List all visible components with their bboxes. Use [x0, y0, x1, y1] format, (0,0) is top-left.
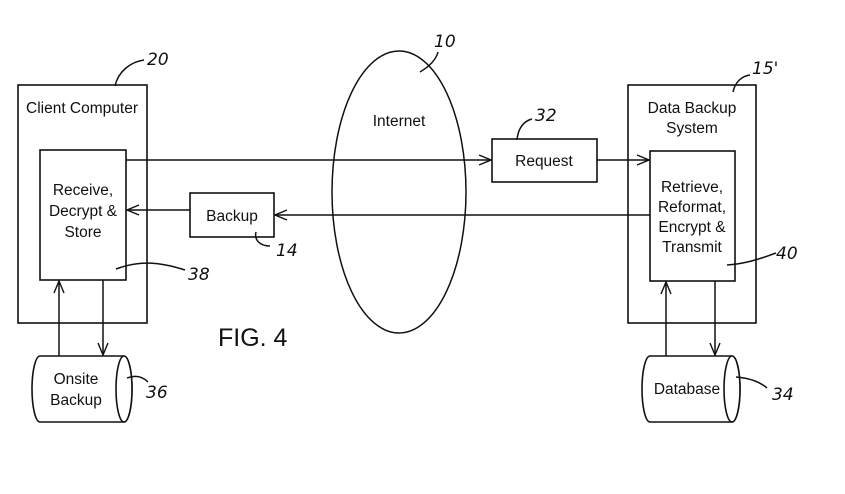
ref-34: 34 — [772, 385, 794, 405]
backup-box: Backup — [190, 193, 274, 237]
ref-10: 10 — [434, 32, 456, 52]
ref-20: 20 — [147, 50, 169, 70]
internet-ref: 10 — [420, 32, 456, 72]
data-backup-system-line-1: Data Backup — [648, 100, 737, 117]
backup-label: Backup — [206, 208, 258, 225]
retrieve-line-2: Reformat, — [658, 199, 726, 216]
receive-store-line-3: Store — [64, 224, 101, 241]
retrieve-transmit-box: Retrieve, Reformat, Encrypt & Transmit — [650, 151, 735, 281]
ref-38: 38 — [188, 265, 210, 285]
request-label: Request — [515, 153, 573, 170]
onsite-backup-line-1: Onsite — [54, 371, 99, 388]
retrieve-line-1: Retrieve, — [661, 179, 723, 196]
database-cylinder: Database — [642, 356, 740, 422]
figure-label: FIG. 4 — [218, 324, 288, 352]
ref-32: 32 — [535, 106, 557, 126]
client-computer-ref: 20 — [115, 50, 169, 86]
receive-store-line-1: Receive, — [53, 182, 113, 199]
retrieve-line-4: Transmit — [662, 239, 722, 256]
retrieve-line-3: Encrypt & — [658, 219, 726, 236]
internet-cloud: Internet — [332, 51, 466, 333]
ref-15-prime: 15' — [752, 59, 778, 79]
receive-decrypt-store-box: Receive, Decrypt & Store — [40, 150, 126, 280]
internet-label: Internet — [373, 113, 426, 130]
database-label: Database — [654, 381, 720, 398]
request-ref: 32 — [517, 106, 557, 140]
onsite-backup-line-2: Backup — [50, 392, 102, 409]
data-backup-system-line-2: System — [666, 120, 718, 137]
onsite-backup-cylinder: Onsite Backup — [32, 356, 132, 422]
ref-36: 36 — [146, 383, 168, 403]
receive-store-line-2: Decrypt & — [49, 203, 118, 220]
ref-14: 14 — [276, 241, 298, 261]
onsite-backup-ref: 36 — [127, 376, 168, 403]
client-computer-label: Client Computer — [26, 100, 138, 117]
database-ref: 34 — [736, 377, 794, 405]
request-box: Request — [492, 139, 597, 182]
ref-40: 40 — [776, 244, 798, 264]
